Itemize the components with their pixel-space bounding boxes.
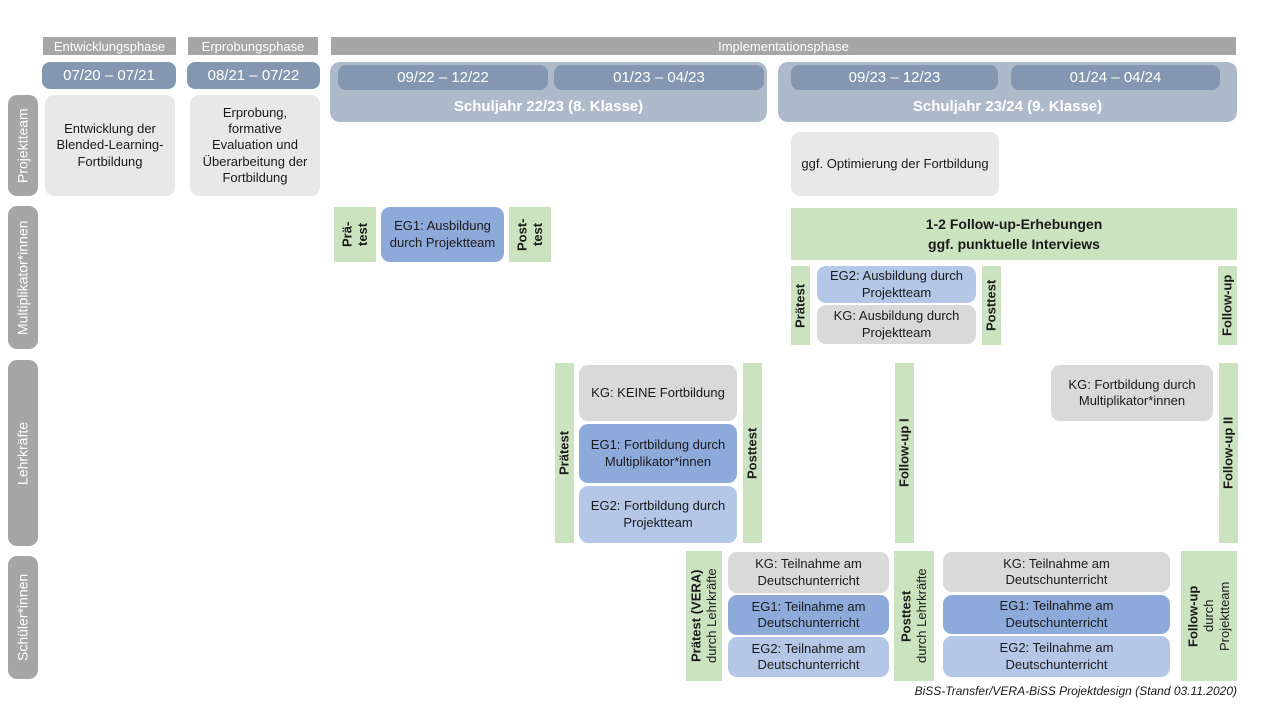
bar-posttest-multiplikatoren-1: Post- test [509,207,551,262]
box-eg2-fortbildung-projektteam: EG2: Fortbildung durch Projektteam [579,486,737,543]
bar-followup-1-lehrkraefte: Follow-up I [895,363,914,543]
box-eg1-fortbildung-multiplikatoren: EG1: Fortbildung durch Multiplikator*inn… [579,424,737,483]
box-eg1-teilnahme-deutschunterricht-2: EG1: Teilnahme am Deutschunterricht [943,595,1170,634]
box-entwicklung-fortbildung: Entwicklung der Blended-Learning-Fortbil… [45,95,175,196]
date-range-0124-0424: 01/24 – 04/24 [1011,65,1220,90]
box-eg1-teilnahme-deutschunterricht-1: EG1: Teilnahme am Deutschunterricht [728,595,889,635]
phase-header-erprobungsphase: Erprobungsphase [188,37,318,55]
box-eg2-teilnahme-deutschunterricht-2: EG2: Teilnahme am Deutschunterricht [943,636,1170,677]
box-ggf-optimierung: ggf. Optimierung der Fortbildung [791,132,999,196]
box-eg2-teilnahme-deutschunterricht-1: EG2: Teilnahme am Deutschunterricht [728,637,889,677]
row-label-projektteam: Projektteam [8,95,38,196]
bar-posttest-multiplikatoren-2: Posttest [982,266,1001,345]
schuljahr-2324-label: Schuljahr 23/24 (9. Klasse) [912,98,1103,115]
box-kg-teilnahme-deutschunterricht-1: KG: Teilnahme am Deutschunterricht [728,552,889,593]
box-kg-keine-fortbildung: KG: KEINE Fortbildung [579,365,737,421]
bar-posttest-schueler: Posttest durch Lehrkräfte [894,551,934,681]
schuljahr-2324-container: 09/23 – 12/23 01/24 – 04/24 Schuljahr 23… [778,62,1237,122]
box-erprobung-evaluation: Erprobung, formative Evaluation und Über… [190,95,320,196]
box-kg-teilnahme-deutschunterricht-2: KG: Teilnahme am Deutschunterricht [943,552,1170,592]
bar-praetest-multiplikatoren-2: Prätest [791,266,810,345]
box-kg-ausbildung-projektteam: KG: Ausbildung durch Projektteam [817,305,976,344]
row-label-lehrkraefte: Lehrkräfte [8,360,38,546]
bar-praetest-multiplikatoren-1: Prä- test [334,207,376,262]
bar-followup-2-lehrkraefte: Follow-up II [1219,363,1238,543]
schuljahr-2223-container: 09/22 – 12/22 01/23 – 04/23 Schuljahr 22… [330,62,767,122]
bar-praetest-lehrkraefte: Prätest [555,363,574,543]
box-eg1-ausbildung-projektteam: EG1: Ausbildung durch Projektteam [381,207,504,262]
diagram-caption: BiSS-Transfer/VERA-BiSS Projektdesign (S… [914,684,1237,698]
box-eg2-ausbildung-projektteam: EG2: Ausbildung durch Projektteam [817,266,976,303]
bar-followup-schueler: Follow-up durch Projektteam [1181,551,1237,681]
schuljahr-2223-label: Schuljahr 22/23 (8. Klasse) [453,98,644,115]
date-range-0821-0722: 08/21 – 07/22 [187,62,320,89]
phase-header-implementationsphase: Implementationsphase [331,37,1236,55]
date-range-0123-0423: 01/23 – 04/23 [554,65,764,90]
row-label-schuelerinnen: Schüler*innen [8,556,38,679]
bar-posttest-lehrkraefte: Posttest [743,363,762,543]
row-label-multiplikatorinnen: Multiplikator*innen [8,206,38,349]
bar-followup-multiplikatoren: Follow-up [1218,266,1237,345]
date-range-0922-1222: 09/22 – 12/22 [338,65,548,90]
box-kg-fortbildung-multiplikatoren: KG: Fortbildung durch Multiplikator*inne… [1051,365,1213,421]
bar-praetest-vera-schueler: Prätest (VERA) durch Lehrkräfte [686,551,722,681]
date-range-0720-0721: 07/20 – 07/21 [42,62,176,89]
date-range-0923-1223: 09/23 – 12/23 [791,65,998,90]
phase-header-entwicklungsphase: Entwicklungsphase [43,37,176,55]
bar-followup-erhebungen-header: 1-2 Follow-up-Erhebungen ggf. punktuelle… [791,208,1237,260]
